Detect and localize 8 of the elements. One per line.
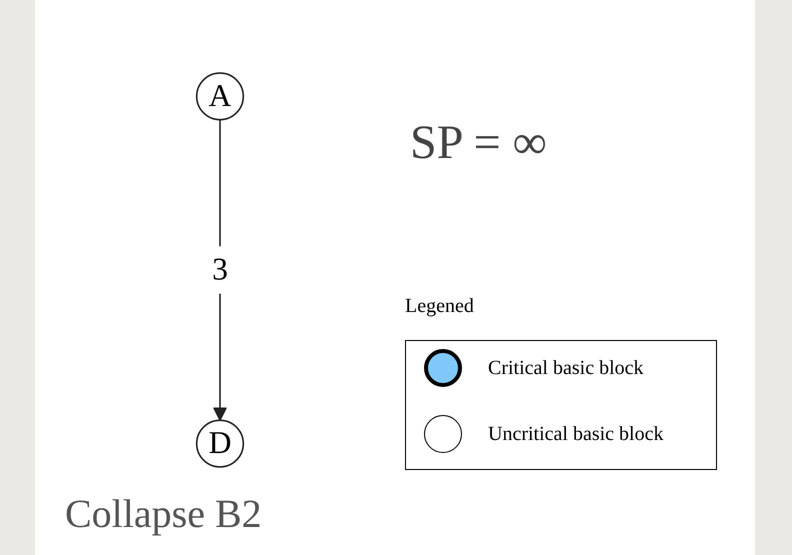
legend-title: Legened bbox=[405, 295, 474, 318]
node-circle: A bbox=[196, 72, 244, 120]
edge-label: 3 bbox=[212, 252, 228, 288]
legend-label: Uncritical basic block bbox=[488, 422, 664, 446]
formula-text: SP = ∞ bbox=[410, 115, 547, 170]
node-circle: D bbox=[196, 420, 244, 468]
caption: Collapse B2 bbox=[65, 490, 262, 537]
legend-label: Critical basic block bbox=[488, 356, 644, 380]
